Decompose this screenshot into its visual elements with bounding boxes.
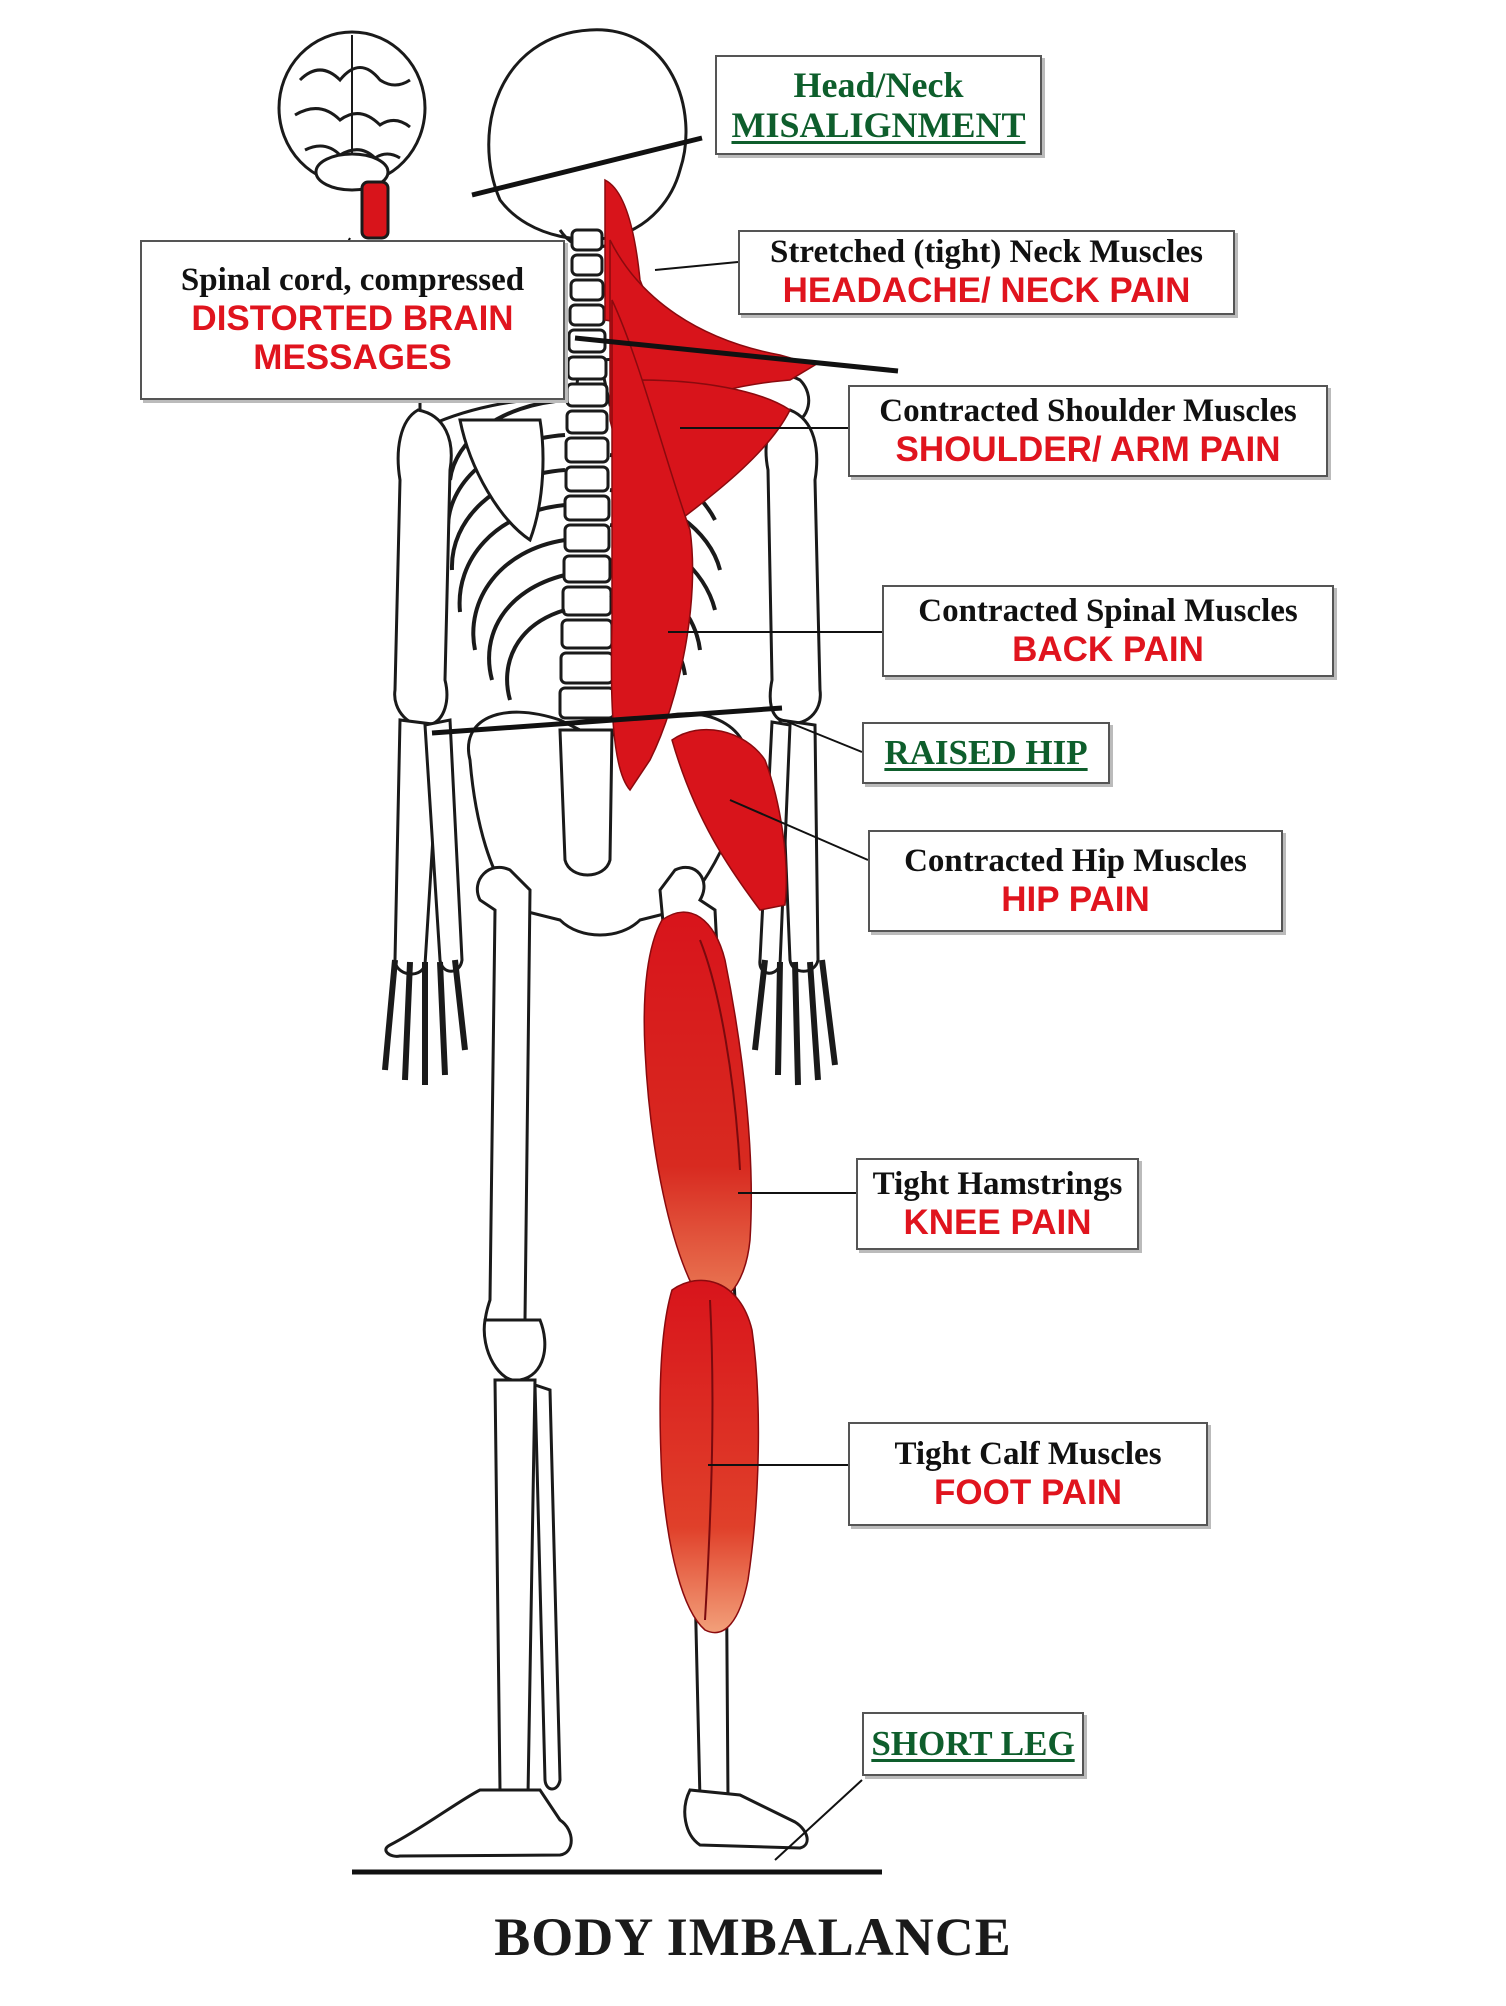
left-hand <box>382 959 468 1085</box>
misalignment-text: MISALIGNMENT <box>731 105 1026 145</box>
messages-text: MESSAGES <box>253 338 452 378</box>
distorted-brain-text: DISTORTED BRAIN <box>191 299 514 339</box>
right-foot <box>683 1788 809 1850</box>
hamstring-muscle-inner <box>699 939 741 1171</box>
hip-muscles-text: Contracted Hip Muscles <box>904 842 1247 879</box>
neck-muscles-text: Stretched (tight) Neck Muscles <box>770 234 1203 271</box>
left-fibula <box>533 1382 562 1791</box>
hip-tilt-line <box>431 705 783 736</box>
right-forearm <box>778 718 820 973</box>
spinal-muscle <box>610 299 694 792</box>
left-knee <box>482 1318 547 1382</box>
head-neck-text: Head/Neck <box>793 64 964 105</box>
label-hip-muscles: Contracted Hip Muscles HIP PAIN <box>868 830 1283 932</box>
right-hand <box>752 959 838 1086</box>
spinal-muscles-text: Contracted Spinal Muscles <box>918 592 1298 629</box>
label-raised-hip: RAISED HIP <box>862 722 1110 784</box>
label-neck-muscles: Stretched (tight) Neck Muscles HEADACHE/… <box>738 230 1235 315</box>
spine <box>558 228 616 720</box>
left-upper-arm <box>393 408 453 728</box>
brain-icon <box>277 30 427 240</box>
shoulder-tilt-line <box>574 335 899 374</box>
imbalance-lines <box>352 135 899 1875</box>
label-spinal-muscles: Contracted Spinal Muscles BACK PAIN <box>882 585 1334 677</box>
calf-muscle-split <box>704 1299 714 1621</box>
label-short-leg: SHORT LEG <box>862 1712 1084 1776</box>
scapula <box>458 418 545 543</box>
hamstrings-text: Tight Hamstrings <box>872 1165 1123 1202</box>
label-hamstrings: Tight Hamstrings KNEE PAIN <box>856 1158 1139 1250</box>
left-forearm-2 <box>423 718 464 973</box>
muscles <box>604 178 817 1634</box>
hip-muscle <box>671 728 788 911</box>
hip-pain-text: HIP PAIN <box>1001 879 1150 919</box>
label-spinal-cord: Spinal cord, compressed DISTORTED BRAIN … <box>140 240 565 400</box>
spinal-cord-text: Spinal cord, compressed <box>180 262 525 299</box>
shoulder-arm-pain-text: SHOULDER/ ARM PAIN <box>895 429 1281 469</box>
label-calf-muscles: Tight Calf Muscles FOOT PAIN <box>848 1422 1208 1526</box>
right-upper-arm <box>764 408 822 725</box>
left-foot <box>384 1788 573 1858</box>
skull <box>487 28 688 241</box>
shoulder-muscles-text: Contracted Shoulder Muscles <box>879 392 1297 429</box>
label-head-neck-misalignment: Head/Neck MISALIGNMENT <box>715 55 1042 155</box>
calf-muscles-text: Tight Calf Muscles <box>894 1435 1162 1472</box>
calf-muscle <box>659 1279 760 1634</box>
label-shoulder-muscles: Contracted Shoulder Muscles SHOULDER/ AR… <box>848 385 1328 477</box>
foot-pain-text: FOOT PAIN <box>934 1472 1122 1512</box>
headache-neck-pain-text: HEADACHE/ NECK PAIN <box>782 271 1191 311</box>
head-tilt-line <box>471 135 703 198</box>
knee-pain-text: KNEE PAIN <box>903 1202 1092 1242</box>
left-tibia <box>493 1378 537 1805</box>
page-title: BODY IMBALANCE <box>494 1907 1012 1967</box>
short-leg-text: SHORT LEG <box>871 1724 1075 1764</box>
raised-hip-text: RAISED HIP <box>884 733 1088 773</box>
left-femur <box>475 865 532 1350</box>
back-pain-text: BACK PAIN <box>1012 629 1204 669</box>
